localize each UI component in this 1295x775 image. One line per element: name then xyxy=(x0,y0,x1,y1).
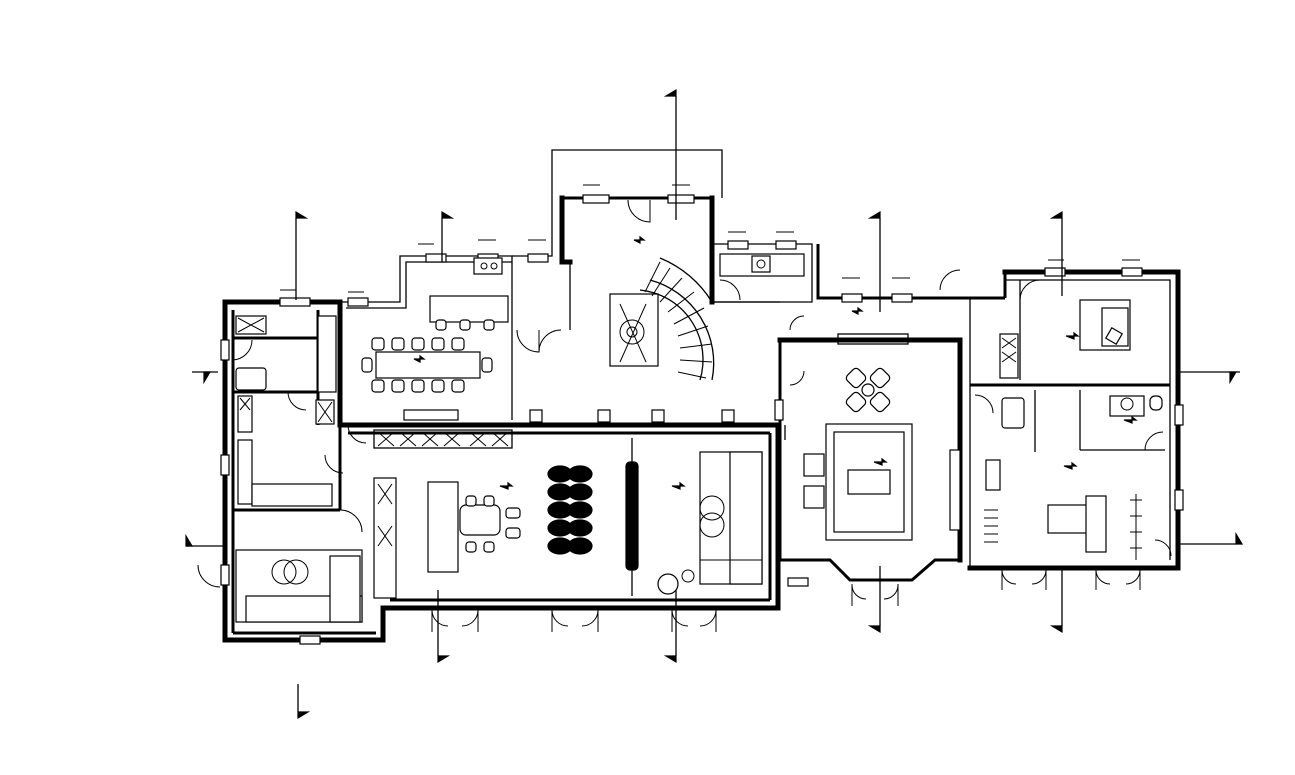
x-chair-group xyxy=(845,367,891,413)
windows xyxy=(220,184,1184,645)
section-markers xyxy=(185,88,1244,720)
left-wing-furniture xyxy=(235,315,363,623)
spiral-staircase xyxy=(609,257,715,381)
direction-arrows xyxy=(413,235,1138,490)
living-room-furniture xyxy=(803,333,961,541)
great-room-furniture xyxy=(373,429,763,599)
doors xyxy=(197,199,1172,632)
dining-table-north xyxy=(361,295,509,421)
utility-fixtures xyxy=(473,253,805,277)
right-wing-furniture xyxy=(984,299,1163,560)
